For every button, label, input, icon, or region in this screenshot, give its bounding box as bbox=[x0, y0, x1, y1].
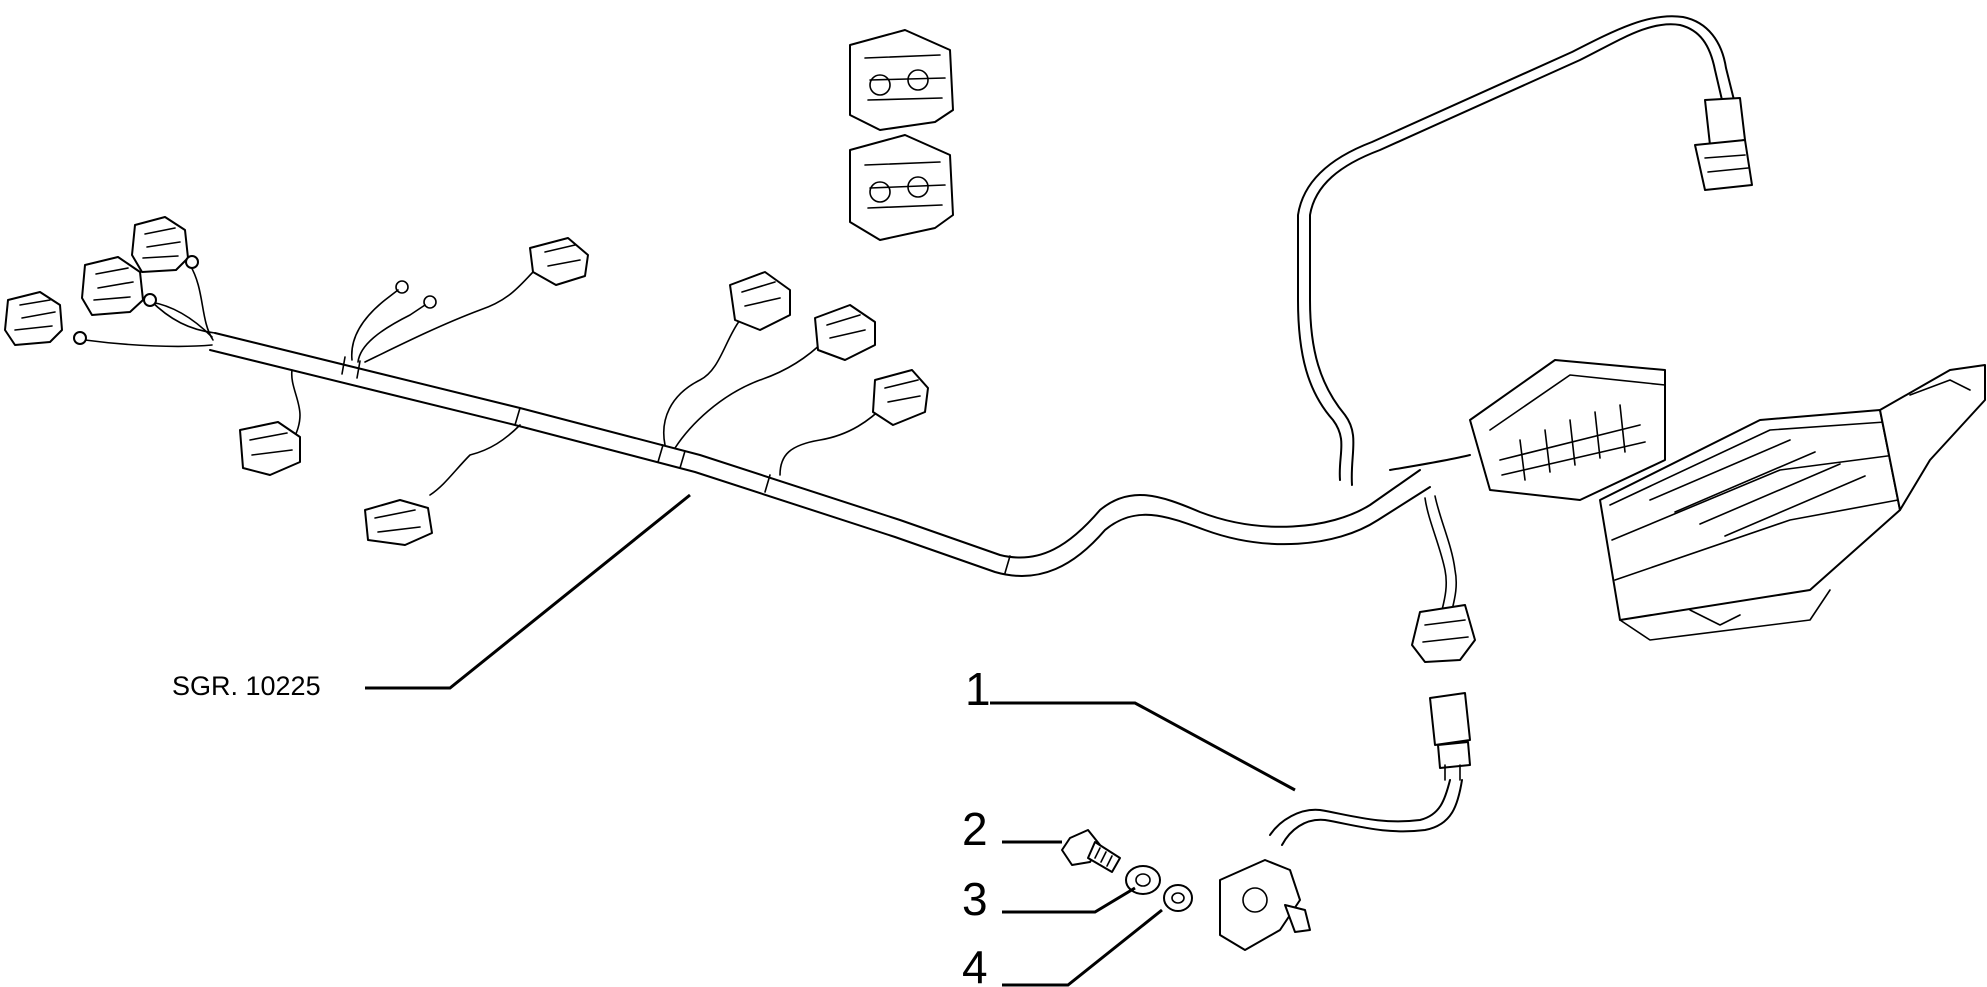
ref-label: SGR. 10225 bbox=[172, 671, 321, 701]
relay-block bbox=[849, 29, 954, 241]
callout-4: 4 bbox=[962, 941, 988, 987]
leader-4 bbox=[1002, 908, 1163, 987]
washer-part-3 bbox=[1125, 865, 1161, 895]
leader-ref bbox=[365, 493, 691, 690]
leader-1 bbox=[990, 701, 1296, 792]
leader-3 bbox=[1002, 886, 1136, 914]
bolt-part-2 bbox=[1061, 829, 1121, 873]
connector-left-2 bbox=[81, 256, 157, 316]
lower-right-connector bbox=[1411, 495, 1476, 663]
connector-left-1 bbox=[4, 291, 87, 346]
lower-left-branch bbox=[239, 369, 301, 476]
main-harness bbox=[209, 332, 1431, 577]
upper-loop bbox=[1297, 15, 1753, 486]
sensor-part-1 bbox=[1219, 692, 1471, 951]
callout-3: 3 bbox=[962, 873, 988, 925]
connector-left-3 bbox=[131, 216, 199, 273]
callout-1: 1 bbox=[965, 663, 991, 715]
ecu-module bbox=[1599, 364, 1986, 641]
ring-terminal-branch bbox=[350, 237, 589, 363]
ecu-connector bbox=[1389, 359, 1666, 501]
callout-2: 2 bbox=[962, 803, 988, 855]
washer-part-4 bbox=[1163, 884, 1193, 912]
lower-mid-branch bbox=[364, 424, 521, 546]
leader-lines bbox=[365, 493, 1296, 987]
middle-branches bbox=[663, 271, 929, 476]
